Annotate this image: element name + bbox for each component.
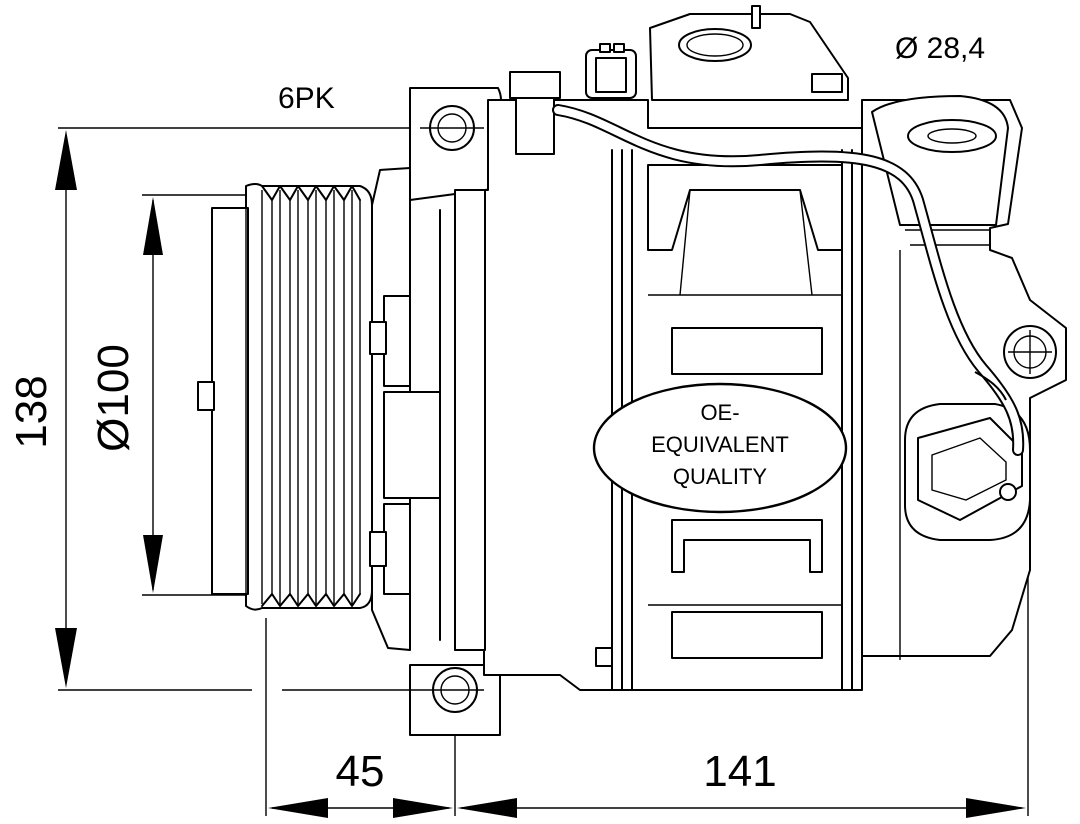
top-fitting <box>649 5 849 101</box>
connector <box>509 43 637 155</box>
dimension-body-length <box>457 575 1029 818</box>
pulley-depth-label: 45 <box>336 747 385 796</box>
pulley-diameter-label: Ø100 <box>89 344 138 452</box>
body-length-label: 141 <box>703 747 776 796</box>
rear-plug <box>904 403 1031 541</box>
rear-housing <box>861 95 1067 660</box>
oe-badge: OE- EQUIVALENT QUALITY <box>592 382 848 514</box>
dimension-height <box>55 127 420 691</box>
port-diameter-label: Ø 28,4 <box>895 32 985 65</box>
badge-line-3: QUALITY <box>673 464 767 489</box>
pulley <box>197 183 373 611</box>
badge-line-2: EQUIVALENT <box>651 432 789 457</box>
mounting-bolt-top <box>420 105 484 151</box>
dimension-pulley-diameter <box>142 194 246 596</box>
height-label: 138 <box>7 375 56 448</box>
badge-line-1: OE- <box>700 400 739 425</box>
sensor-cable <box>552 104 1025 456</box>
belt-profile-label: 6PK <box>278 82 335 115</box>
mounting-bolt-bottom <box>282 667 484 713</box>
